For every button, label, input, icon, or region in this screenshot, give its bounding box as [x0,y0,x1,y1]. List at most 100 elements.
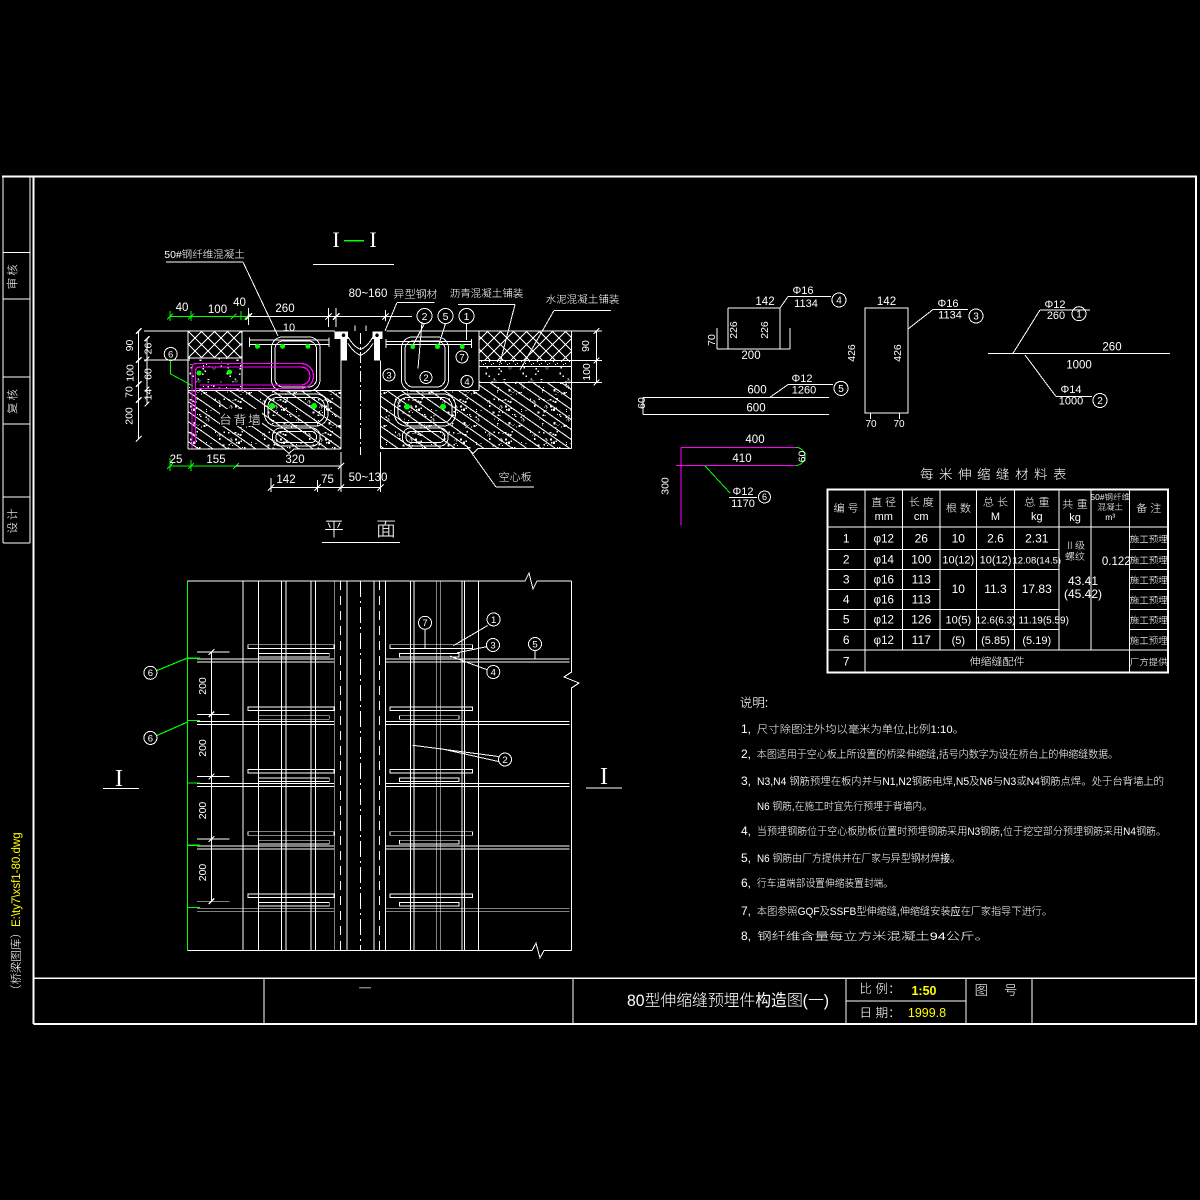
svg-text:1,: 1, [741,722,751,736]
svg-text:5,: 5, [741,851,751,865]
svg-text:4: 4 [836,296,842,307]
svg-text:尺寸除图注外均以毫米为单位,比例1:10。: 尺寸除图注外均以毫米为单位,比例1:10。 [757,723,964,736]
svg-text:钢纤维含量每立方米混凝土94公斤。: 钢纤维含量每立方米混凝土94公斤。 [757,930,989,943]
svg-text:施工预埋: 施工预埋 [1130,595,1168,606]
svg-text:226: 226 [759,321,771,339]
svg-text:1999.8: 1999.8 [908,1006,946,1020]
svg-text:12.6(6.3): 12.6(6.3) [975,616,1015,627]
svg-text:5: 5 [843,613,850,627]
svg-text:(45.42): (45.42) [1064,587,1102,601]
svg-text:mm: mm [875,511,893,523]
svg-text:70: 70 [706,334,718,346]
svg-text:Ⅱ级: Ⅱ级 [1065,540,1085,552]
svg-text:图 号: 图 号 [975,983,1024,998]
svg-text:cm: cm [914,511,929,523]
svg-text:0.122: 0.122 [1102,556,1131,568]
svg-text:226: 226 [728,321,740,339]
svg-text:75: 75 [321,474,334,486]
svg-text:113: 113 [912,592,931,606]
svg-text:126: 126 [911,613,931,627]
svg-text:4: 4 [464,377,469,388]
svg-text:6: 6 [148,668,153,679]
svg-text:200: 200 [197,739,209,757]
svg-text:7: 7 [459,352,464,363]
svg-text:10(5): 10(5) [945,615,971,627]
svg-text:5: 5 [443,311,449,323]
svg-text:m³: m³ [1105,512,1115,522]
svg-text:1170: 1170 [731,498,755,510]
svg-text:N6 钢筋,在施工时宜先行预埋于背墙内。: N6 钢筋,在施工时宜先行预埋于背墙内。 [757,800,932,813]
svg-text:40: 40 [233,297,246,309]
svg-text:2,: 2, [741,747,751,761]
svg-text:2: 2 [502,755,507,766]
svg-text:台背墙: 台背墙 [219,413,263,427]
svg-text:70: 70 [865,419,877,430]
svg-text:水泥混凝土铺装: 水泥混凝土铺装 [546,294,620,306]
svg-text:复核: 复核 [7,387,20,414]
svg-text:142: 142 [755,296,774,308]
svg-text:7: 7 [422,618,427,629]
svg-text:600: 600 [747,385,766,397]
svg-text:M: M [991,511,1000,523]
svg-text:1: 1 [843,531,850,545]
svg-text:日 期：: 日 期： [860,1006,901,1020]
svg-text:200: 200 [741,350,760,362]
svg-text:400: 400 [745,434,764,446]
svg-text:（桥梁图库）E:\ty7\xsf1-80.dwg: （桥梁图库）E:\ty7\xsf1-80.dwg [10,832,23,996]
svg-text:100: 100 [125,364,137,382]
svg-text:26: 26 [915,531,929,545]
svg-text:总 重: 总 重 [1024,496,1049,509]
svg-text:总 长: 总 长 [983,496,1008,509]
svg-text:113: 113 [912,573,931,587]
svg-text:本图适用于空心板上所设置的桥梁伸缩缝,括号内数字为设在桥台上: 本图适用于空心板上所设置的桥梁伸缩缝,括号内数字为设在桥台上的伸缩缝数据。 [757,748,1118,761]
svg-text:φ16: φ16 [874,575,894,587]
svg-text:φ12: φ12 [874,635,894,647]
svg-text:60: 60 [797,451,809,463]
svg-text:2: 2 [843,553,850,567]
svg-text:600: 600 [746,403,765,415]
svg-text:Φ16: Φ16 [937,298,958,310]
svg-text:100: 100 [208,304,227,316]
svg-text:70: 70 [893,419,905,430]
svg-text:10: 10 [952,531,966,545]
svg-text:7: 7 [843,654,850,668]
svg-text:100: 100 [581,363,593,381]
svg-text:10: 10 [952,582,966,596]
svg-text:11.3: 11.3 [984,582,1007,596]
svg-text:Φ12: Φ12 [732,486,753,498]
svg-text:90: 90 [580,340,592,352]
svg-text:φ12: φ12 [874,533,894,545]
svg-text:1:50: 1:50 [911,984,936,998]
svg-text:混凝土: 混凝土 [1097,502,1123,512]
svg-text:施工预埋: 施工预埋 [1130,556,1168,567]
svg-text:沥青混凝土铺装: 沥青混凝土铺装 [450,288,524,300]
svg-text:200: 200 [197,864,209,882]
svg-text:14: 14 [143,389,155,401]
svg-text:5: 5 [532,639,537,650]
svg-text:50#钢纤维: 50#钢纤维 [1090,492,1130,502]
svg-text:平: 平 [324,519,344,541]
svg-text:I: I [369,227,376,252]
svg-text:施工预埋: 施工预埋 [1130,616,1168,627]
svg-text:10(12): 10(12) [942,555,974,567]
svg-text:Φ16: Φ16 [792,285,813,297]
svg-text:3,: 3, [741,774,751,788]
svg-text:6: 6 [843,633,850,647]
svg-text:根 数: 根 数 [946,503,971,515]
svg-text:60: 60 [636,397,648,409]
svg-text:编 号: 编 号 [834,502,859,515]
svg-text:25: 25 [170,454,183,466]
svg-text:426: 426 [846,344,858,362]
svg-text:kg: kg [1031,511,1043,523]
svg-text:426: 426 [892,344,904,362]
svg-text:70: 70 [124,386,136,398]
svg-text:I: I [332,227,339,252]
svg-text:2: 2 [423,373,428,384]
svg-text:审核: 审核 [6,262,20,289]
svg-text:3: 3 [490,640,495,651]
svg-text:4,: 4, [741,824,751,838]
svg-text:I: I [115,766,123,792]
svg-text:Φ12: Φ12 [791,373,812,385]
svg-text:1134: 1134 [938,310,962,322]
svg-text:行车道端部设置伸缩装置封端。: 行车道端部设置伸缩装置封端。 [757,877,893,890]
